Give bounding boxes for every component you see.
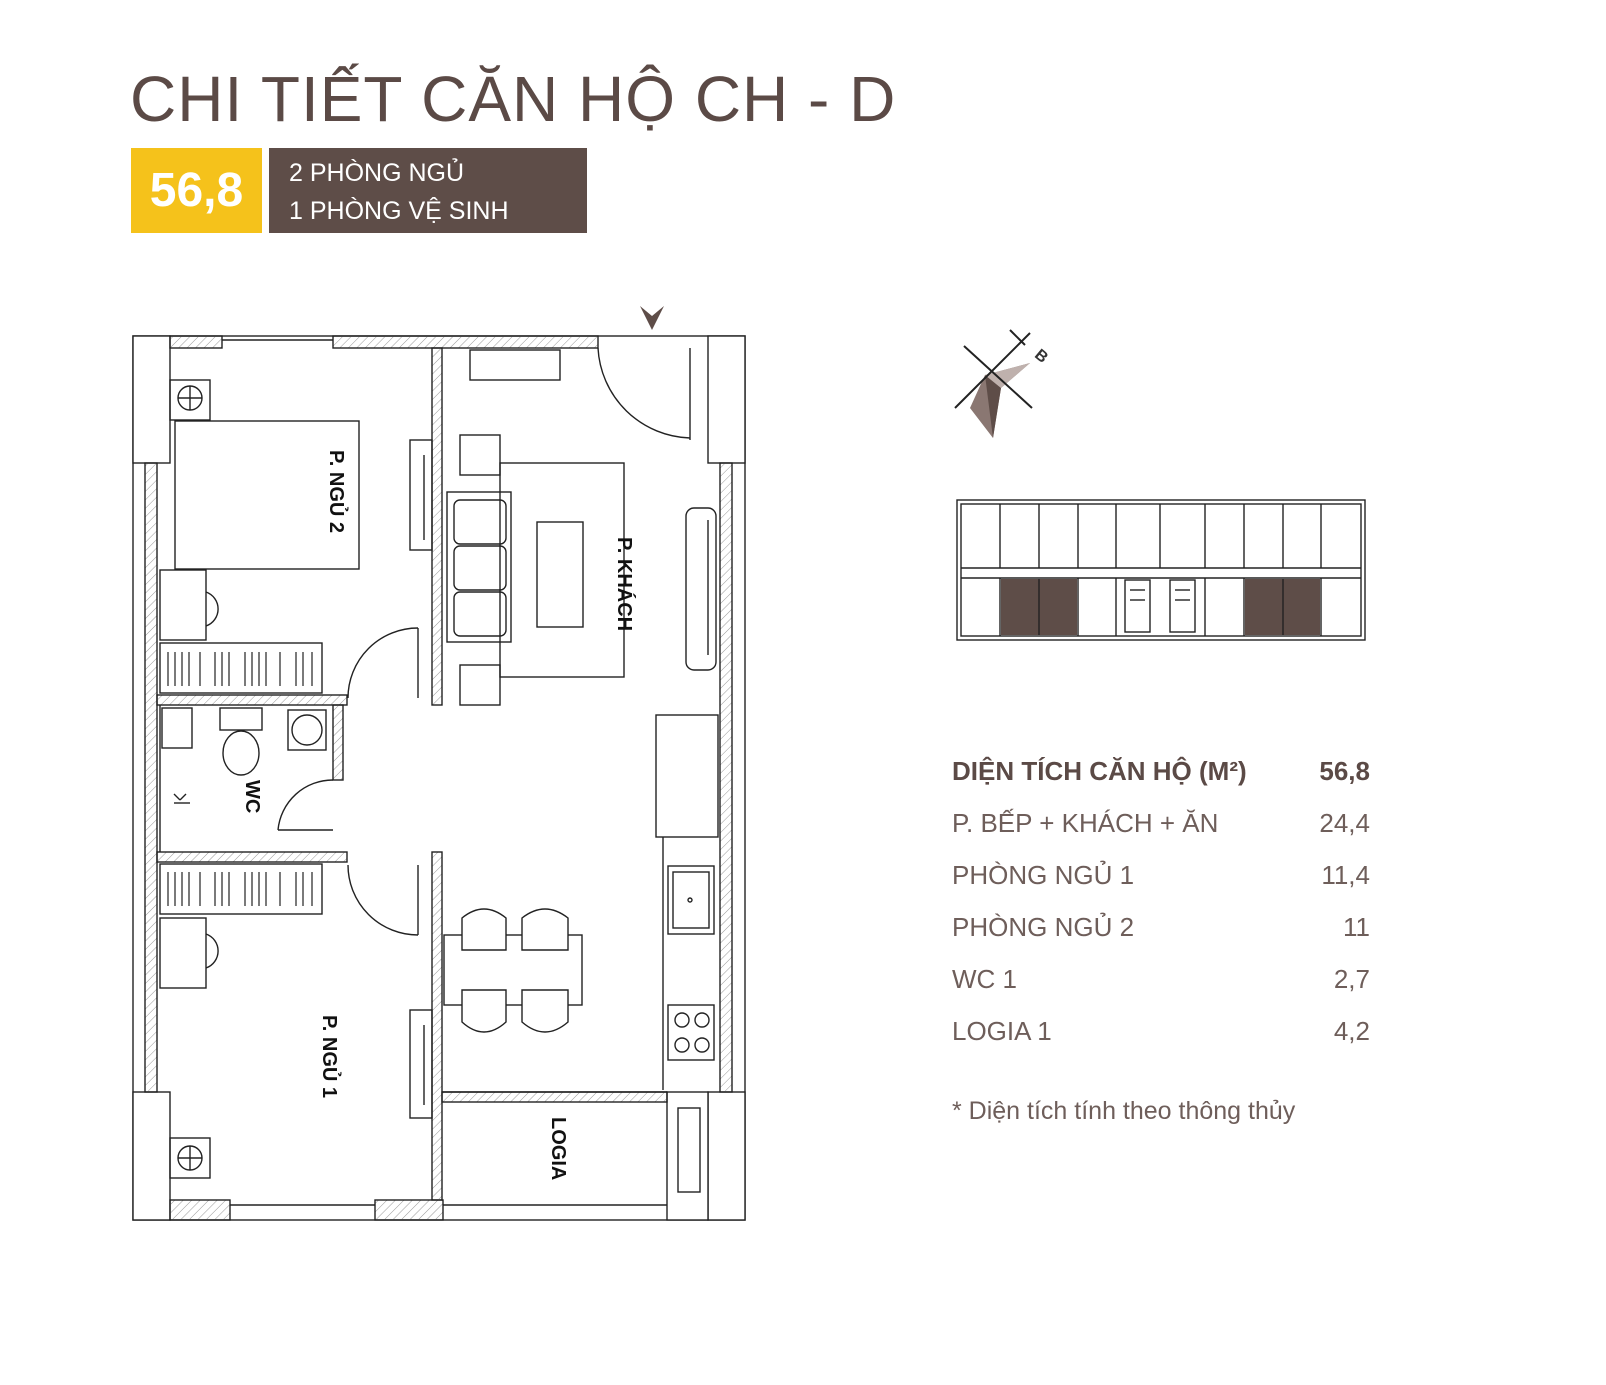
area-row: LOGIA 1 4,2: [952, 1005, 1370, 1057]
area-row-value: 2,7: [1333, 963, 1370, 994]
entrance-arrow-icon: [640, 306, 664, 330]
page-title: CHI TIẾT CĂN HỘ CH - D: [130, 63, 897, 135]
area-badge: 56,8: [131, 148, 262, 233]
area-row-value: 24,4: [1319, 807, 1370, 838]
bathroom-count: 1 PHÒNG VỆ SINH: [289, 197, 509, 225]
area-row-value: 11: [1343, 911, 1370, 942]
floor-plan: P. NGỦ 2 P. KHÁCH WC P. NGỦ 1 LOGIA: [132, 306, 746, 1221]
area-row-label: LOGIA 1: [952, 1015, 1052, 1046]
label-bedroom-2: P. NGỦ 2: [325, 450, 349, 533]
area-row-value: 4,2: [1333, 1015, 1370, 1046]
area-row-label: PHÒNG NGỦ 1: [952, 859, 1135, 890]
area-table: DIỆN TÍCH CĂN HỘ (M²) 56,8 P. BẾP + KHÁC…: [952, 745, 1370, 1057]
area-total-value: 56,8: [1319, 755, 1370, 786]
area-row: P. BẾP + KHÁCH + ĂN 24,4: [952, 797, 1370, 849]
area-table-header: DIỆN TÍCH CĂN HỘ (M²) 56,8: [952, 745, 1370, 797]
area-footnote: * Diện tích tính theo thông thủy: [952, 1097, 1296, 1125]
area-row: PHÒNG NGỦ 2 11: [952, 901, 1370, 953]
area-row-label: WC 1: [952, 963, 1017, 994]
area-row-value: 11,4: [1321, 859, 1370, 890]
room-summary: 2 PHÒNG NGỦ 1 PHÒNG VỆ SINH: [269, 148, 587, 233]
area-row: WC 1 2,7: [952, 953, 1370, 1005]
bedroom-count: 2 PHÒNG NGỦ: [289, 159, 465, 187]
compass-icon: B: [954, 329, 1051, 438]
area-row: PHÒNG NGỦ 1 11,4: [952, 849, 1370, 901]
area-total-label: DIỆN TÍCH CĂN HỘ (M²): [952, 755, 1247, 786]
area-row-label: PHÒNG NGỦ 2: [952, 911, 1135, 942]
label-logia: LOGIA: [547, 1117, 569, 1180]
label-living-room: P. KHÁCH: [613, 537, 636, 631]
area-row-label: P. BẾP + KHÁCH + ĂN: [952, 807, 1219, 838]
label-bedroom-1: P. NGỦ 1: [318, 1015, 342, 1098]
compass-direction-label: B: [1031, 346, 1051, 366]
label-wc: WC: [241, 780, 263, 813]
building-key-plan: [956, 499, 1366, 641]
